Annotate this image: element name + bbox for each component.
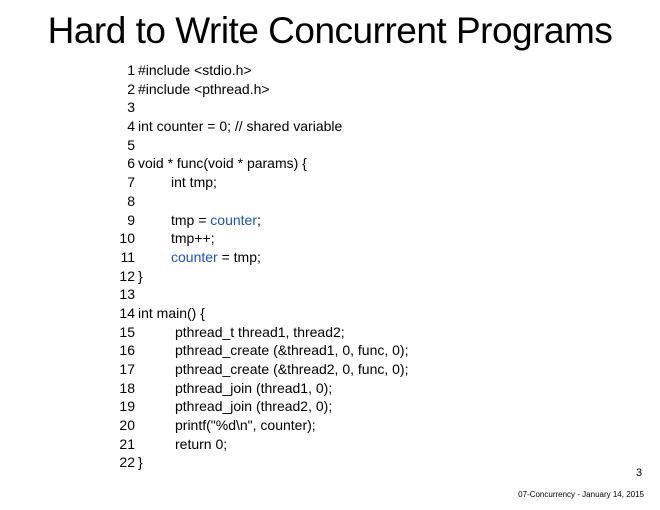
line-number: 8 — [127, 192, 135, 209]
code-fragment: } — [138, 267, 143, 284]
line-number: 16 — [119, 342, 135, 359]
line-number: 15 — [119, 323, 135, 340]
line-number: 19 — [119, 398, 135, 415]
code-listing: 1#include <stdio.h>2#include <pthread.h>… — [116, 61, 408, 472]
line-number: 22 — [119, 454, 135, 471]
code-text: counter = tmp; — [171, 248, 261, 267]
code-line: 16 pthread_create (&thread1, 0, func, 0); — [116, 341, 408, 360]
code-line: 20 printf("%d\n", counter); — [116, 416, 315, 435]
code-fragment: pthread_join (thread2, 0); — [175, 398, 333, 415]
line-number: 21 — [119, 435, 135, 452]
code-line: 10 tmp++; — [116, 229, 214, 248]
code-text: pthread_join (thread2, 0); — [175, 397, 332, 416]
line-number: 12 — [119, 267, 135, 284]
line-number: 6 — [127, 155, 135, 172]
code-fragment: #include <pthread.h> — [138, 80, 270, 97]
code-fragment: #include <stdio.h> — [138, 62, 252, 78]
code-line: 7 int tmp; — [116, 173, 217, 192]
line-number: 4 — [127, 118, 135, 135]
code-text: void * func(void * params) { — [138, 154, 307, 173]
code-fragment: tmp++; — [171, 230, 215, 247]
code-fragment: void * func(void * params) { — [138, 155, 307, 172]
code-fragment: int counter = 0; // shared variable — [138, 118, 343, 135]
code-line: 19 pthread_join (thread2, 0); — [116, 397, 332, 416]
code-fragment: = tmp; — [217, 248, 261, 265]
code-line: 11 counter = tmp; — [116, 248, 260, 267]
highlighted-variable: counter — [171, 248, 218, 265]
line-number: 20 — [119, 417, 135, 434]
line-number: 5 — [127, 136, 135, 153]
line-number: 14 — [119, 304, 135, 321]
highlighted-variable: counter — [210, 211, 257, 228]
line-number: 2 — [127, 80, 135, 97]
code-text: tmp = counter; — [171, 211, 261, 230]
page-number: 3 — [636, 467, 643, 479]
code-line: 15 pthread_t thread1, thread2; — [116, 323, 344, 342]
code-text: int tmp; — [171, 173, 217, 192]
code-text: return 0; — [175, 435, 227, 454]
code-text: pthread_create (&thread1, 0, func, 0); — [175, 341, 408, 360]
line-number: 18 — [119, 379, 135, 396]
code-fragment: pthread_join (thread1, 0); — [175, 379, 333, 396]
line-number: 9 — [127, 211, 135, 228]
code-text: pthread_t thread1, thread2; — [175, 323, 345, 342]
code-line: 2#include <pthread.h> — [116, 80, 269, 99]
code-line: 1#include <stdio.h> — [116, 61, 251, 80]
code-fragment: pthread_create (&thread2, 0, func, 0); — [175, 361, 409, 377]
code-text: #include <stdio.h> — [138, 61, 252, 80]
code-line: 22} — [116, 453, 142, 472]
line-number: 13 — [119, 286, 135, 303]
line-number: 3 — [127, 99, 135, 116]
code-text: pthread_join (thread1, 0); — [175, 379, 332, 398]
code-fragment: tmp = — [171, 211, 211, 228]
code-line: 8 — [116, 192, 135, 211]
code-text: int counter = 0; // shared variable — [138, 117, 342, 136]
code-fragment: pthread_create (&thread1, 0, func, 0); — [175, 342, 409, 359]
code-fragment: ; — [257, 211, 261, 228]
code-line: 9 tmp = counter; — [116, 211, 261, 230]
code-line: 12} — [116, 267, 142, 286]
line-number: 10 — [119, 230, 135, 247]
code-fragment: printf("%d\n", counter); — [175, 417, 316, 434]
slide-title: Hard to Write Concurrent Programs — [47, 10, 613, 51]
code-fragment: int main() { — [138, 304, 205, 321]
code-text: printf("%d\n", counter); — [175, 416, 316, 435]
code-text: tmp++; — [171, 229, 215, 248]
code-line: 3 — [116, 98, 135, 117]
code-text: pthread_create (&thread2, 0, func, 0); — [175, 360, 408, 379]
code-line: 17 pthread_create (&thread2, 0, func, 0); — [116, 360, 408, 379]
code-text: } — [138, 267, 143, 286]
line-number: 17 — [119, 361, 135, 377]
code-fragment: return 0; — [175, 435, 228, 452]
code-text: #include <pthread.h> — [138, 80, 270, 99]
code-fragment: int tmp; — [171, 174, 217, 191]
line-number: 7 — [127, 174, 135, 191]
code-line: 18 pthread_join (thread1, 0); — [116, 379, 332, 398]
code-line: 5 — [116, 136, 135, 155]
code-fragment: pthread_t thread1, thread2; — [175, 323, 345, 340]
slide-footer: 07-Concurrency - January 14, 2015 — [518, 490, 644, 499]
code-text: } — [138, 453, 143, 472]
code-line: 13 — [116, 285, 135, 304]
code-line: 21 return 0; — [116, 435, 227, 454]
line-number: 1 — [127, 62, 135, 78]
code-text: int main() { — [138, 304, 205, 323]
line-number: 11 — [120, 248, 135, 265]
code-fragment: } — [138, 454, 143, 471]
